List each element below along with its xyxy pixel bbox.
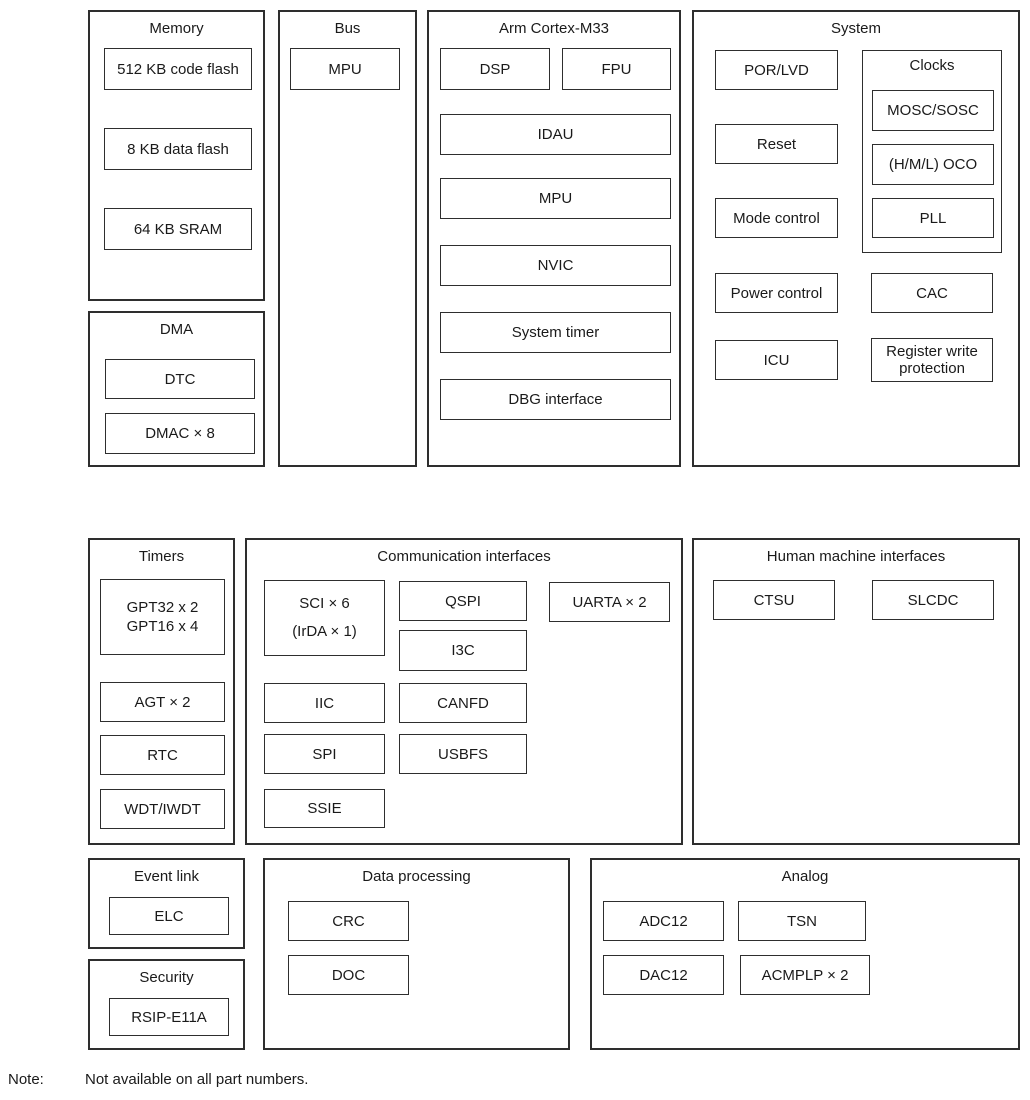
- section-communication-interfaces-title: Communication interfaces: [377, 548, 551, 565]
- box-nvic: NVIC: [440, 245, 671, 286]
- box-dac12: DAC12: [603, 955, 724, 995]
- box-cortex-mpu: MPU: [440, 178, 671, 219]
- section-timers: Timers GPT32 x 2 GPT16 x 4 AGT × 2 RTC W…: [88, 538, 235, 845]
- box-register-write-protection: Register write protection: [871, 338, 993, 382]
- box-icu: ICU: [715, 340, 838, 380]
- box-uarta: UARTA × 2: [549, 582, 670, 622]
- box-elc: ELC: [109, 897, 229, 935]
- section-cortex-m33: Arm Cortex-M33 DSP FPU IDAU MPU NVIC Sys…: [427, 10, 681, 467]
- section-dma: DMA DTC DMAC × 8: [88, 311, 265, 467]
- box-agt: AGT × 2: [100, 682, 225, 722]
- section-system: System POR/LVD Reset Mode control Power …: [692, 10, 1020, 467]
- section-analog: Analog ADC12 TSN DAC12 ACMPLP × 2: [590, 858, 1020, 1050]
- box-qspi: QSPI: [399, 581, 527, 621]
- box-data-flash: 8 KB data flash: [104, 128, 252, 170]
- section-human-machine-interfaces: Human machine interfaces CTSU SLCDC: [692, 538, 1020, 845]
- box-sram: 64 KB SRAM: [104, 208, 252, 250]
- box-tsn: TSN: [738, 901, 866, 941]
- box-oco: (H/M/L) OCO: [872, 144, 994, 185]
- section-communication-interfaces: Communication interfaces SCI × 6 (IrDA ×…: [245, 538, 683, 845]
- footnote-label: Note:: [8, 1071, 44, 1088]
- section-timers-title: Timers: [138, 548, 185, 565]
- section-bus-title: Bus: [334, 20, 361, 37]
- box-gpt-line1: GPT32 x 2: [126, 599, 199, 616]
- section-event-link: Event link ELC: [88, 858, 245, 949]
- section-security: Security RSIP-E11A: [88, 959, 245, 1050]
- box-wdt-iwdt: WDT/IWDT: [100, 789, 225, 829]
- box-mosc-sosc: MOSC/SOSC: [872, 90, 994, 131]
- subsection-clocks-title: Clocks: [909, 57, 955, 74]
- box-power-control: Power control: [715, 273, 838, 313]
- subsection-clocks: Clocks MOSC/SOSC (H/M/L) OCO PLL: [862, 50, 1002, 253]
- box-fpu: FPU: [562, 48, 671, 90]
- section-analog-title: Analog: [781, 868, 829, 885]
- box-doc: DOC: [288, 955, 409, 995]
- box-code-flash: 512 KB code flash: [104, 48, 252, 90]
- box-crc: CRC: [288, 901, 409, 941]
- box-sci: SCI × 6 (IrDA × 1): [264, 580, 385, 656]
- section-event-link-title: Event link: [133, 868, 200, 885]
- box-ctsu: CTSU: [713, 580, 835, 620]
- box-i3c: I3C: [399, 630, 527, 671]
- section-data-processing-title: Data processing: [362, 868, 471, 885]
- box-spi: SPI: [264, 734, 385, 774]
- box-adc12: ADC12: [603, 901, 724, 941]
- box-sci-line1: SCI × 6: [299, 595, 350, 612]
- box-rtc: RTC: [100, 735, 225, 775]
- box-ssie: SSIE: [264, 789, 385, 828]
- section-bus: Bus MPU: [278, 10, 417, 467]
- box-por-lvd: POR/LVD: [715, 50, 838, 90]
- section-cortex-m33-title: Arm Cortex-M33: [498, 20, 610, 37]
- box-cac: CAC: [871, 273, 993, 313]
- box-bus-mpu: MPU: [290, 48, 400, 90]
- box-canfd: CANFD: [399, 683, 527, 723]
- section-dma-title: DMA: [159, 321, 194, 338]
- section-security-title: Security: [139, 969, 194, 986]
- box-system-timer: System timer: [440, 312, 671, 353]
- box-reset: Reset: [715, 124, 838, 164]
- section-system-title: System: [830, 20, 881, 37]
- box-gpt: GPT32 x 2 GPT16 x 4: [100, 579, 225, 655]
- box-iic: IIC: [264, 683, 385, 723]
- box-rsip: RSIP-E11A: [109, 998, 229, 1036]
- footnote-text: Not available on all part numbers.: [85, 1071, 309, 1088]
- box-acmplp: ACMPLP × 2: [740, 955, 870, 995]
- box-dmac: DMAC × 8: [105, 413, 255, 454]
- section-memory-title: Memory: [149, 20, 204, 37]
- section-human-machine-interfaces-title: Human machine interfaces: [766, 548, 946, 565]
- box-usbfs: USBFS: [399, 734, 527, 774]
- box-dsp: DSP: [440, 48, 550, 90]
- box-dbg-interface: DBG interface: [440, 379, 671, 420]
- box-slcdc: SLCDC: [872, 580, 994, 620]
- section-memory: Memory 512 KB code flash 8 KB data flash…: [88, 10, 265, 301]
- box-gpt-line2: GPT16 x 4: [126, 618, 199, 635]
- box-dtc: DTC: [105, 359, 255, 399]
- box-mode-control: Mode control: [715, 198, 838, 238]
- box-idau: IDAU: [440, 114, 671, 155]
- box-pll: PLL: [872, 198, 994, 238]
- box-sci-line2: (IrDA × 1): [292, 623, 357, 640]
- section-data-processing: Data processing CRC DOC: [263, 858, 570, 1050]
